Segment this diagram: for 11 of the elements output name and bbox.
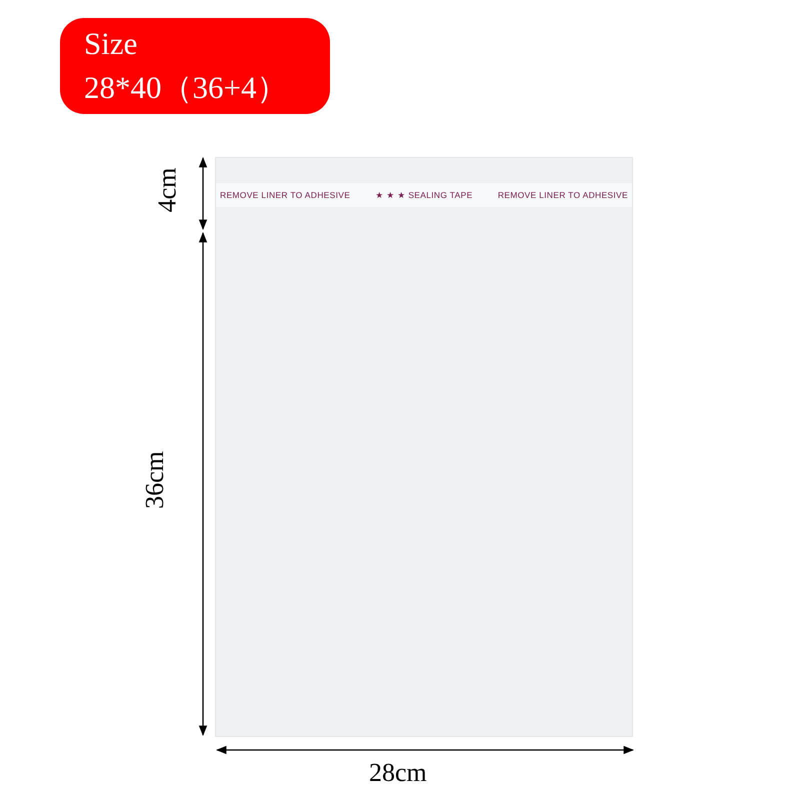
sealing-tape-strip xyxy=(216,183,632,207)
tape-text: REMOVE LINER TO ADHESIVE xyxy=(220,190,350,200)
size-badge xyxy=(60,18,330,114)
dimension-label: 4cm xyxy=(152,168,182,212)
tape-text: ★ ★ ★ SEALING TAPE xyxy=(375,190,473,200)
bag-outline xyxy=(215,157,633,737)
size-text: 28*40（36+4） xyxy=(84,69,288,107)
dimension-label: 28cm xyxy=(369,758,427,788)
tape-text: REMOVE LINER TO ADHESIVE xyxy=(498,190,628,200)
size-text: Size xyxy=(84,25,138,63)
dimension-label: 36cm xyxy=(140,451,170,509)
